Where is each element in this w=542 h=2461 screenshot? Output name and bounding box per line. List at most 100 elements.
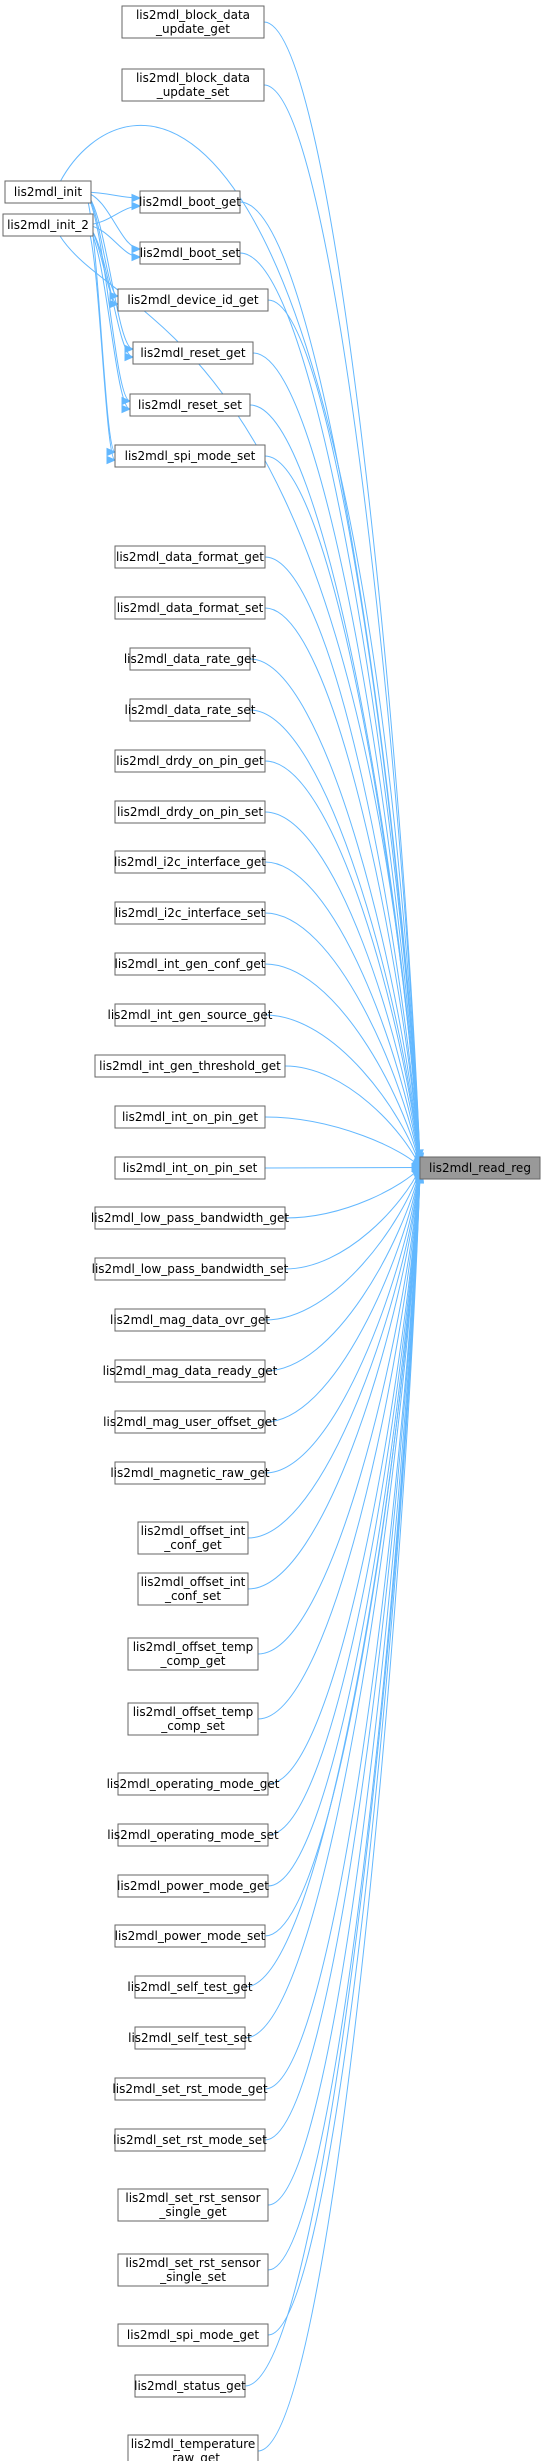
edge-lis2mdl-init-2-to-lis2mdl-reset-set-arrowhead [121,404,132,414]
node-lis2mdl-set-rst-sensor-single-set[interactable]: lis2mdl_set_rst_sensor_single_set [117,2253,269,2287]
node-lis2mdl-data-rate-get[interactable]: lis2mdl_data_rate_get [124,647,257,671]
node-lis2mdl-drdy-on-pin-get[interactable]: lis2mdl_drdy_on_pin_get [114,749,266,773]
node-lis2mdl-mag-data-ready-get-box [114,1359,266,1383]
node-lis2mdl-operating-mode-set-label: lis2mdl_operating_mode_set [107,1828,279,1842]
node-lis2mdl-spi-mode-get[interactable]: lis2mdl_spi_mode_get [117,2323,269,2347]
edge-lis2mdl-mag-data-ready-get-to-target [264,1167,423,1372]
node-lis2mdl-magnetic-raw-get[interactable]: lis2mdl_magnetic_raw_get [110,1461,270,1485]
edge-lis2mdl-int-gen-threshold-get-to-target-line [284,1065,421,1168]
node-lis2mdl-spi-mode-get-box [117,2323,269,2347]
edge-lis2mdl-set-rst-mode-set-to-target [264,1172,424,2141]
node-lis2mdl-reset-get-box [132,341,254,365]
node-lis2mdl-drdy-on-pin-set-box [114,800,266,824]
node-lis2mdl-mag-data-ovr-get-box [114,1308,266,1332]
edge-lis2mdl-boot-set-to-target [239,252,424,1164]
node-lis2mdl-int-on-pin-set-label: lis2mdl_int_on_pin_set [123,1161,258,1175]
node-lis2mdl-set-rst-mode-set[interactable]: lis2mdl_set_rst_mode_set [113,2128,267,2152]
node-lis2mdl-offset-temp-comp-get[interactable]: lis2mdl_offset_temp_comp_get [127,1637,259,1671]
node-lis2mdl-data-format-get[interactable]: lis2mdl_data_format_get [114,545,266,569]
node-lis2mdl-power-mode-get[interactable]: lis2mdl_power_mode_get [117,1874,269,1898]
node-lis2mdl-mag-data-ready-get[interactable]: lis2mdl_mag_data_ready_get [103,1359,278,1383]
edge-lis2mdl-self-test-get-to-target [244,1171,424,1988]
node-lis2mdl-set-rst-mode-set-label: lis2mdl_set_rst_mode_set [113,2133,267,2147]
node-lis2mdl-init-2-box [2,213,94,237]
node-lis2mdl-block-data-update-get-label: lis2mdl_block_data [136,8,250,22]
node-lis2mdl-power-mode-set[interactable]: lis2mdl_power_mode_set [114,1924,266,1948]
edge-lis2mdl-init-2-to-lis2mdl-boot-get-arrowhead [131,201,142,211]
node-lis2mdl-offset-int-conf-get-label: lis2mdl_offset_int [141,1524,246,1538]
edge-lis2mdl-offset-temp-comp-set-to-target-line [257,1170,421,1720]
edge-lis2mdl-set-rst-sensor-single-set-to-target-line [267,1173,421,2271]
node-lis2mdl-spi-mode-set[interactable]: lis2mdl_spi_mode_set [114,444,266,468]
node-lis2mdl-data-format-set[interactable]: lis2mdl_data_format_set [114,596,266,620]
node-lis2mdl-low-pass-bandwidth-set[interactable]: lis2mdl_low_pass_bandwidth_set [92,1257,289,1281]
node-lis2mdl-reset-get[interactable]: lis2mdl_reset_get [132,341,254,365]
edge-lis2mdl-operating-mode-set-to-target-line [267,1171,421,1836]
node-lis2mdl-mag-user-offset-get[interactable]: lis2mdl_mag_user_offset_get [103,1410,277,1434]
node-lis2mdl-int-gen-source-get[interactable]: lis2mdl_int_gen_source_get [108,1003,273,1027]
node-lis2mdl-set-rst-sensor-single-set-box [117,2253,269,2287]
node-lis2mdl-low-pass-bandwidth-get-box [94,1206,286,1230]
edge-lis2mdl-init-to-lis2mdl-reset-get-line [84,191,134,350]
edge-lis2mdl-init-2-to-lis2mdl-reset-get [86,224,135,362]
node-lis2mdl-magnetic-raw-get-box [114,1461,266,1485]
node-lis2mdl-boot-set-box [139,241,241,265]
edge-lis2mdl-int-gen-conf-get-to-target [264,963,423,1168]
node-lis2mdl-int-gen-conf-get[interactable]: lis2mdl_int_gen_conf_get [114,952,266,976]
node-lis2mdl-status-get-box [134,2374,246,2398]
node-lis2mdl-offset-int-conf-get[interactable]: lis2mdl_offset_int_conf_get [137,1521,249,1555]
node-lis2mdl-block-data-update-set-label: lis2mdl_block_data [136,71,250,85]
edge-lis2mdl-init-2-to-lis2mdl-reset-get-arrowhead [124,352,135,362]
edge-lis2mdl-data-format-get-to-target-line [264,556,421,1164]
node-lis2mdl-int-gen-threshold-get[interactable]: lis2mdl_int_gen_threshold_get [94,1054,286,1078]
node-lis2mdl-offset-int-conf-set[interactable]: lis2mdl_offset_int_conf_set [137,1572,249,1606]
node-lis2mdl-int-on-pin-set[interactable]: lis2mdl_int_on_pin_set [114,1156,266,1180]
node-lis2mdl-data-format-get-label: lis2mdl_data_format_get [116,550,264,564]
node-lis2mdl-i2c-interface-get-label: lis2mdl_i2c_interface_get [114,855,266,869]
node-lis2mdl-init[interactable]: lis2mdl_init [4,180,92,204]
node-lis2mdl-device-id-get[interactable]: lis2mdl_device_id_get [117,288,269,312]
node-lis2mdl-set-rst-mode-get[interactable]: lis2mdl_set_rst_mode_get [112,2077,268,2101]
node-lis2mdl-block-data-update-get[interactable]: lis2mdl_block_data_update_get [121,5,265,39]
graph-nodes: lis2mdl_block_data_update_getlis2mdl_blo… [2,5,541,2461]
node-lis2mdl-low-pass-bandwidth-set-label: lis2mdl_low_pass_bandwidth_set [92,1262,289,1276]
node-lis2mdl-offset-temp-comp-get-box [127,1637,259,1671]
node-lis2mdl-offset-int-conf-get-box [137,1521,249,1555]
node-lis2mdl-boot-get[interactable]: lis2mdl_boot_get [139,190,241,214]
edge-lis2mdl-self-test-get-to-target-line [244,1172,421,1988]
node-lis2mdl-i2c-interface-set-box [114,901,266,925]
node-target-lis2mdl-read-reg[interactable]: lis2mdl_read_reg [419,1156,541,1180]
node-lis2mdl-int-on-pin-get[interactable]: lis2mdl_int_on_pin_get [114,1105,266,1129]
node-lis2mdl-boot-set[interactable]: lis2mdl_boot_set [139,241,241,265]
node-lis2mdl-data-rate-set-label: lis2mdl_data_rate_set [125,703,256,717]
node-lis2mdl-init-2-label: lis2mdl_init_2 [7,218,89,232]
node-lis2mdl-drdy-on-pin-set[interactable]: lis2mdl_drdy_on_pin_set [114,800,266,824]
node-lis2mdl-low-pass-bandwidth-get[interactable]: lis2mdl_low_pass_bandwidth_get [91,1206,289,1230]
node-lis2mdl-temperature-raw-get[interactable]: lis2mdl_temperature_raw_get [127,2434,259,2461]
edge-init2-to-target-line [59,235,421,1163]
node-lis2mdl-set-rst-sensor-single-get[interactable]: lis2mdl_set_rst_sensor_single_get [117,2188,269,2222]
node-lis2mdl-operating-mode-get[interactable]: lis2mdl_operating_mode_get [107,1772,280,1796]
node-lis2mdl-i2c-interface-get[interactable]: lis2mdl_i2c_interface_get [114,850,266,874]
node-lis2mdl-self-test-get[interactable]: lis2mdl_self_test_get [127,1975,253,1999]
node-lis2mdl-init-2[interactable]: lis2mdl_init_2 [2,213,94,237]
edge-lis2mdl-init-2-to-lis2mdl-spi-mode-set-line [86,224,116,461]
node-lis2mdl-mag-data-ovr-get[interactable]: lis2mdl_mag_data_ovr_get [110,1308,270,1332]
node-lis2mdl-data-format-get-box [114,545,266,569]
edge-lis2mdl-data-rate-get-to-target-line [249,658,421,1165]
node-lis2mdl-boot-get-box [139,190,241,214]
edge-lis2mdl-int-gen-conf-get-to-target-line [264,963,421,1167]
node-lis2mdl-self-test-get-label: lis2mdl_self_test_get [127,1980,252,1994]
node-lis2mdl-i2c-interface-set[interactable]: lis2mdl_i2c_interface_set [114,901,266,925]
edge-init-to-target [59,124,424,1160]
node-lis2mdl-offset-temp-comp-set[interactable]: lis2mdl_offset_temp_comp_set [127,1702,259,1736]
node-lis2mdl-data-rate-set[interactable]: lis2mdl_data_rate_set [125,698,256,722]
node-lis2mdl-operating-mode-set[interactable]: lis2mdl_operating_mode_set [107,1823,279,1847]
node-lis2mdl-status-get[interactable]: lis2mdl_status_get [134,2374,246,2398]
node-lis2mdl-set-rst-sensor-single-set-label: lis2mdl_set_rst_sensor [125,2256,260,2270]
node-lis2mdl-offset-int-conf-set-box [137,1572,249,1606]
node-lis2mdl-block-data-update-set[interactable]: lis2mdl_block_data_update_set [121,68,265,102]
node-lis2mdl-reset-set[interactable]: lis2mdl_reset_set [129,393,251,417]
node-lis2mdl-int-gen-conf-get-box [114,952,266,976]
node-lis2mdl-self-test-set[interactable]: lis2mdl_self_test_set [128,2026,252,2050]
